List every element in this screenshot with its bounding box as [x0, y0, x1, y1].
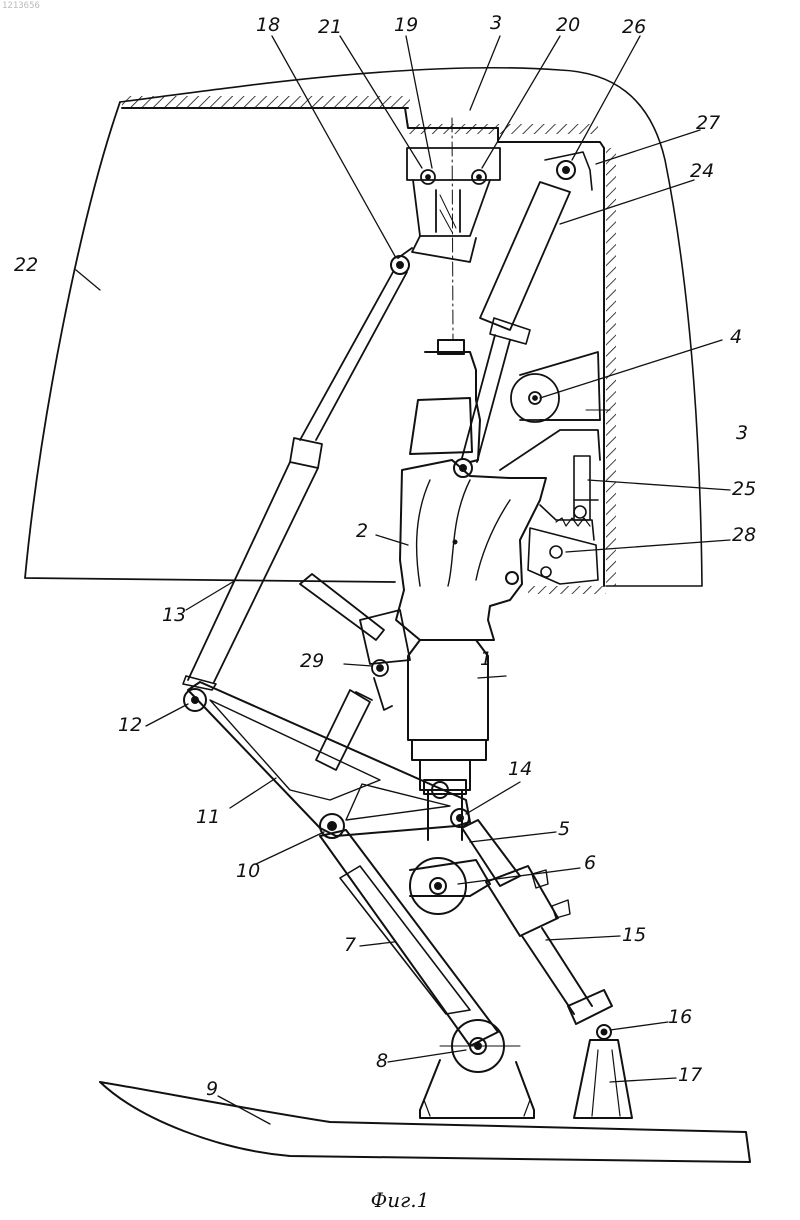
figure-caption: Фиг.1 — [0, 1188, 800, 1212]
label-8: 8 — [376, 1052, 388, 1071]
label-2: 2 — [356, 522, 368, 541]
damper — [316, 690, 372, 770]
label-5: 5 — [558, 820, 570, 839]
label-19: 19 — [394, 16, 418, 35]
strut-body-2 — [396, 340, 546, 640]
label-13: 13 — [162, 606, 186, 625]
label-17: 17 — [678, 1066, 702, 1085]
label-3-top: 3 — [490, 14, 502, 33]
label-29: 29 — [300, 652, 324, 671]
label-15: 15 — [622, 926, 646, 945]
label-22: 22 — [14, 256, 38, 275]
label-24: 24 — [690, 162, 714, 181]
label-7: 7 — [344, 936, 356, 955]
label-11: 11 — [196, 808, 220, 827]
strut-13 — [183, 248, 412, 690]
label-3-right: 3 — [736, 424, 748, 443]
pivot-8 — [420, 1020, 534, 1118]
fairing-22 — [25, 102, 395, 582]
label-14: 14 — [508, 760, 532, 779]
label-9: 9 — [206, 1080, 218, 1099]
label-21: 21 — [318, 18, 342, 37]
label-12: 12 — [118, 716, 142, 735]
label-27: 27 — [696, 114, 720, 133]
label-26: 26 — [622, 18, 646, 37]
label-16: 16 — [668, 1008, 692, 1027]
ceiling-hatch — [122, 96, 410, 108]
wall-hatch — [606, 148, 616, 586]
label-25: 25 — [732, 480, 756, 499]
label-6: 6 — [584, 854, 596, 873]
label-1: 1 — [480, 650, 492, 669]
axle-6 — [410, 858, 490, 914]
bracket-4 — [500, 352, 610, 470]
actuator-24 — [454, 152, 592, 477]
label-28: 28 — [732, 526, 756, 545]
label-18: 18 — [256, 16, 280, 35]
lock-25-28 — [528, 456, 598, 584]
link-29 — [300, 574, 410, 710]
label-10: 10 — [236, 862, 260, 881]
label-4: 4 — [730, 328, 742, 347]
ski-9 — [100, 1082, 750, 1162]
label-20: 20 — [556, 16, 580, 35]
bracket-17 — [574, 1040, 632, 1118]
